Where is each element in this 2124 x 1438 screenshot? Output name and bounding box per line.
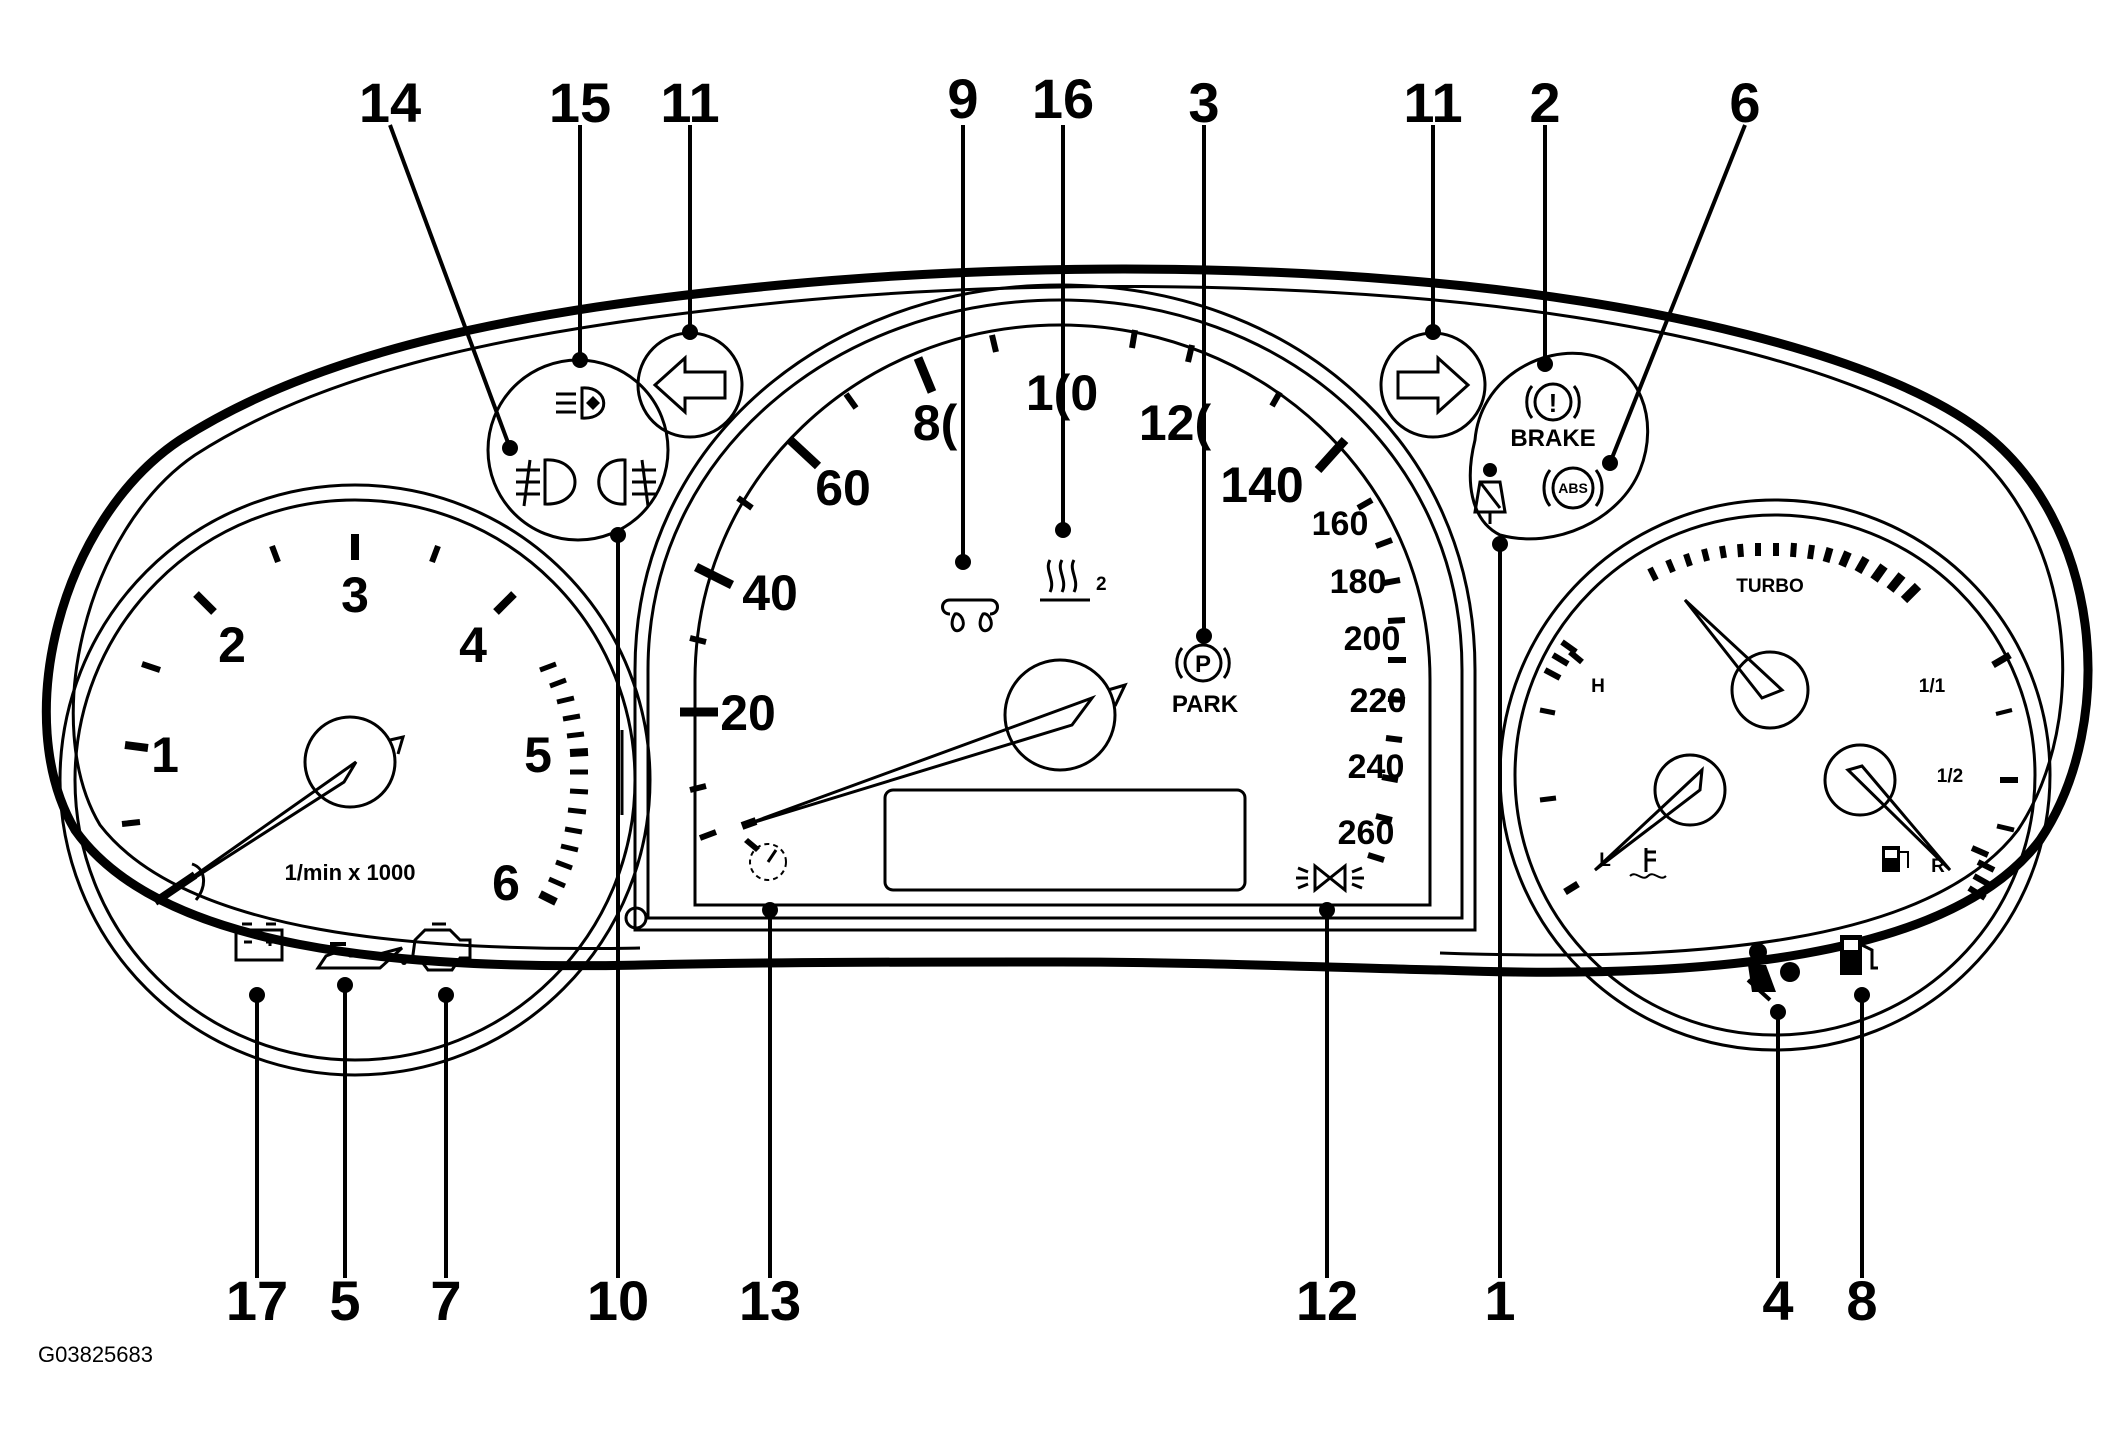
callout-13: 13: [739, 1269, 801, 1332]
speed-num-160: 160: [1312, 505, 1369, 543]
speed-num-220: 220: [1350, 682, 1407, 720]
rear-fog-light-icon: [516, 458, 577, 507]
turbo-needle: [1683, 598, 1810, 730]
abs-label: ABS: [1558, 480, 1588, 496]
oil-can-icon: [315, 942, 407, 970]
tachometer: 1 2 3 4 5 6 1/min x 1000: [58, 483, 652, 1077]
figure-id: G03825683: [38, 1342, 153, 1367]
callout-1: 1: [1484, 1269, 1515, 1332]
tach-unit-label: 1/min x 1000: [285, 860, 416, 885]
battery-icon: [234, 922, 284, 962]
leader-lines: [249, 124, 1870, 1278]
callout-17: 17: [226, 1269, 288, 1332]
fuel-half-label: 1/2: [1937, 766, 1963, 787]
svg-text:P: P: [1195, 651, 1211, 678]
airbag-icon: [1746, 943, 1800, 1002]
speed-num-240: 240: [1348, 748, 1405, 786]
tach-num-4: 4: [459, 617, 487, 673]
turbo-label: TURBO: [1736, 576, 1804, 597]
speed-num-60: 60: [815, 460, 871, 516]
callout-5: 5: [329, 1269, 360, 1332]
speed-needle: [740, 658, 1128, 830]
callout-6: 6: [1729, 71, 1760, 134]
speed-num-40: 40: [742, 565, 798, 621]
tach-num-3: 3: [341, 567, 369, 623]
callout-labels: 14 15 11 9 16 3 11 2 6 17 5 7 10 13 12 1…: [226, 67, 1878, 1332]
callout-16: 16: [1032, 67, 1094, 130]
brake-warning-icon: ! BRAKE: [1510, 382, 1596, 452]
speed-ticks: [680, 329, 1406, 863]
callout-4: 4: [1762, 1269, 1793, 1332]
tach-num-5: 5: [524, 727, 552, 783]
speed-num-180: 180: [1330, 563, 1387, 601]
callout-12: 12: [1296, 1269, 1358, 1332]
speed-num-80: 8(: [913, 395, 958, 451]
speedometer: 20 40 60 8( 1(0 12( 140 160 180 200 220 …: [620, 283, 1477, 932]
turn-left-arrow-icon: [636, 331, 744, 439]
odometer-display: [883, 788, 1247, 892]
temp-ticks: [1539, 639, 1584, 895]
speed-num-140: 140: [1220, 457, 1303, 513]
callout-11-left: 11: [660, 71, 719, 134]
callout-10: 10: [587, 1269, 649, 1332]
callout-8: 8: [1846, 1269, 1877, 1332]
brake-label: BRAKE: [1510, 425, 1595, 452]
seatbelt-icon: [1473, 463, 1507, 524]
abs-icon: ABS: [1542, 466, 1604, 510]
callout-14: 14: [359, 71, 421, 134]
tach-needle: [152, 715, 406, 906]
defrost-sub-label: 2: [1096, 574, 1107, 595]
turn-right-arrow-icon: [1379, 331, 1487, 439]
fuel-needle: [1823, 743, 1952, 872]
speed-num-120: 12(: [1139, 395, 1212, 451]
tach-num-6: 6: [492, 855, 520, 911]
speed-num-200: 200: [1344, 620, 1401, 658]
fuel-pump-icon: [1840, 935, 1878, 975]
speed-num-260: 260: [1338, 814, 1395, 852]
headlamp-leveling-icon: [556, 386, 606, 420]
reset-knob: [624, 906, 648, 930]
svg-text:!: !: [1549, 388, 1558, 418]
rear-defrost-icon: 2: [1040, 559, 1107, 602]
check-engine-icon: [410, 922, 472, 972]
right-telltale-pod: ! BRAKE ABS: [1468, 351, 1650, 541]
bulb-failure-icon: [941, 598, 999, 633]
callout-3: 3: [1188, 71, 1219, 134]
fuel-full-label: 1/1: [1919, 676, 1946, 697]
front-fog-light-icon: [597, 458, 656, 507]
speed-num-20: 20: [720, 685, 776, 741]
fuel-ticks: [1967, 651, 2018, 901]
parking-brake-icon: P PARK: [1172, 643, 1239, 718]
tach-ticks: [121, 534, 589, 906]
turbo-ticks: [1647, 542, 1922, 604]
callout-2: 2: [1529, 71, 1560, 134]
temp-hot-label: H: [1591, 676, 1605, 697]
temp-needle: [1593, 753, 1727, 872]
service-indicator-icon: [744, 838, 787, 881]
brake-light-icon: [1296, 862, 1364, 894]
coolant-temp-icon: [1629, 848, 1667, 879]
callout-9: 9: [947, 67, 978, 130]
park-label: PARK: [1172, 691, 1239, 718]
combination-gauge: TURBO H L: [1498, 498, 2052, 1052]
callout-11-right: 11: [1403, 71, 1462, 134]
callout-15: 15: [549, 71, 611, 134]
tach-num-1: 1: [151, 727, 179, 783]
callout-7: 7: [430, 1269, 461, 1332]
tach-num-2: 2: [218, 617, 246, 673]
fuel-gauge-pump-icon: [1882, 846, 1909, 872]
